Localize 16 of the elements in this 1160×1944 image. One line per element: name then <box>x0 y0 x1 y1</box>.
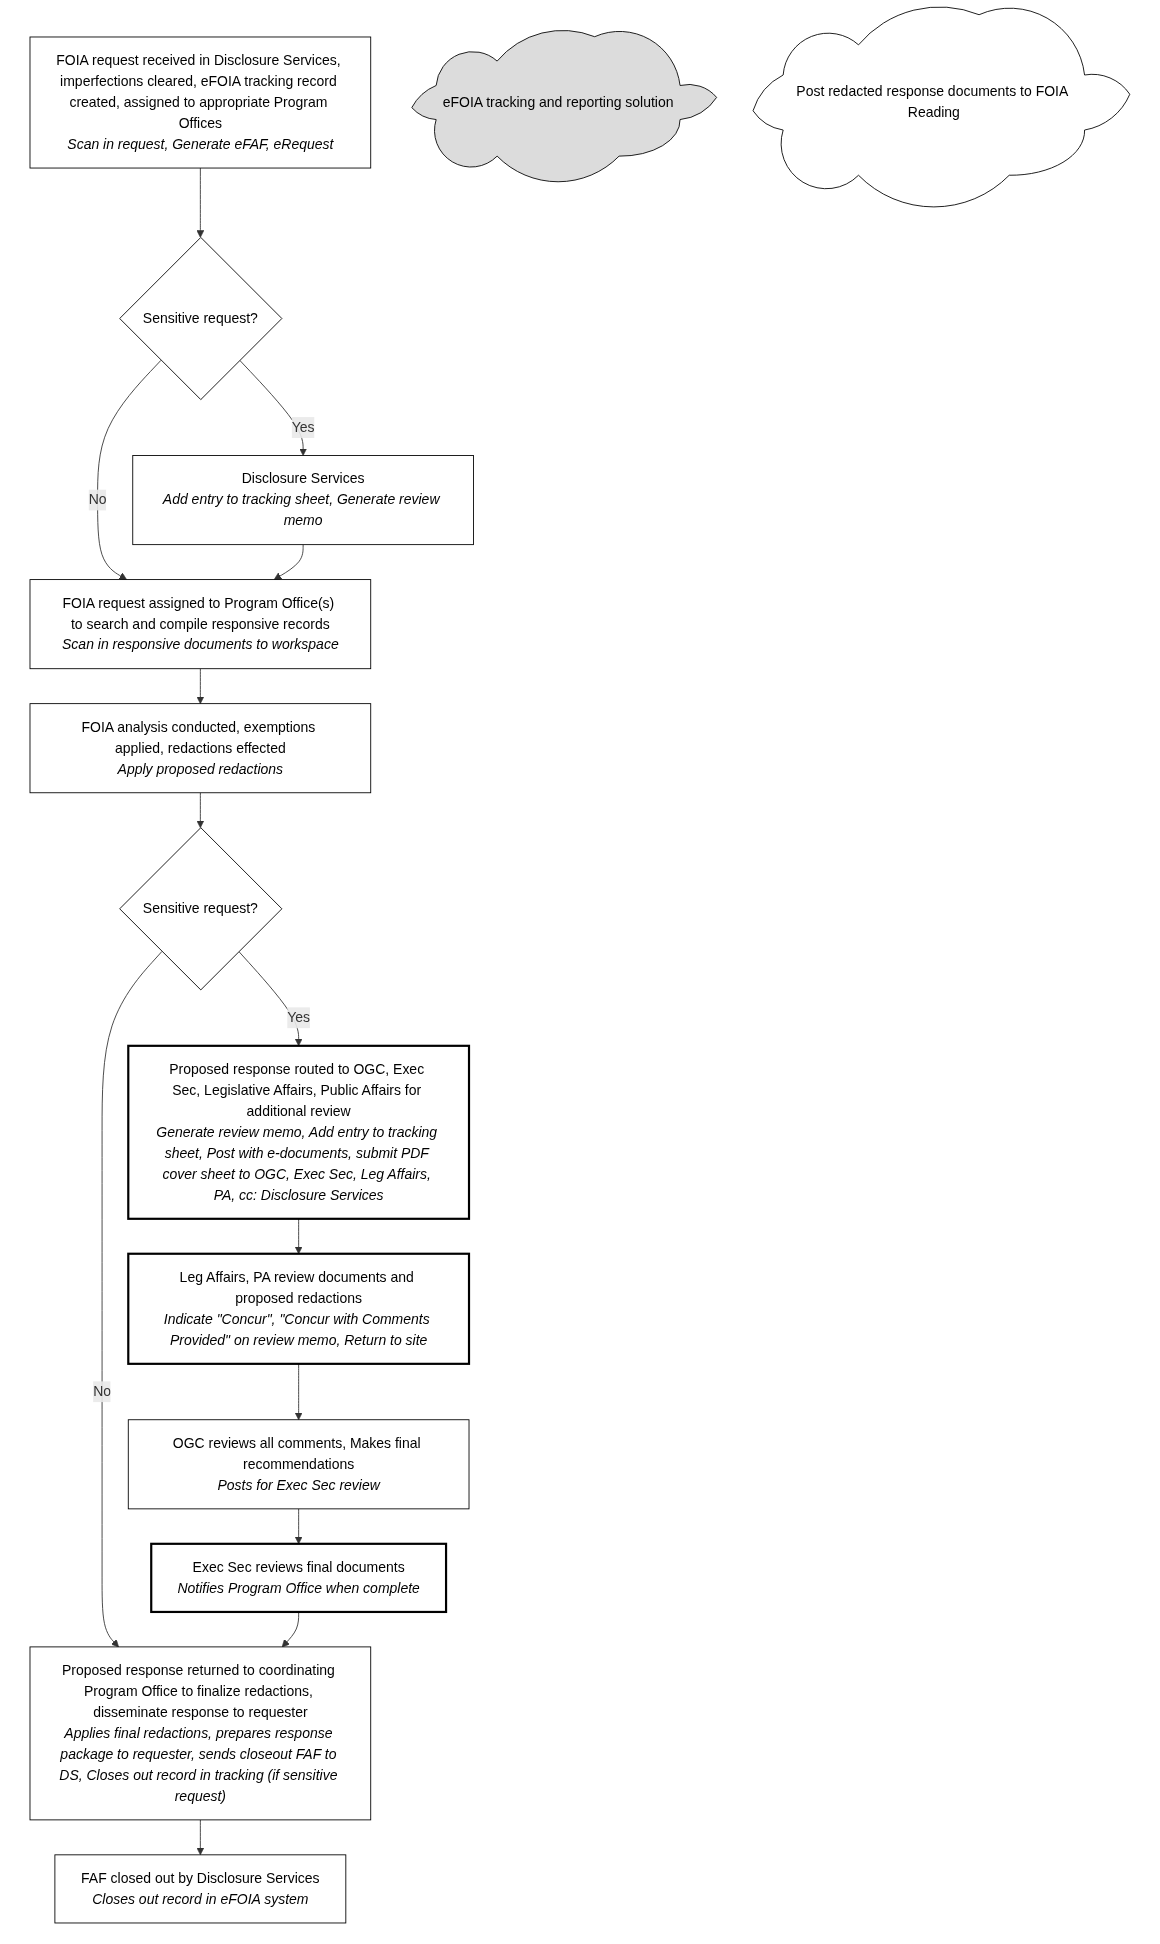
edge-label: Yes <box>287 1009 311 1025</box>
node-box: Disclosure Services Add entry to tracking sheet, Generate review memo <box>132 455 475 546</box>
node-diamond: Sensitive request? <box>119 237 283 401</box>
node-box: FOIA request received in Disclosure Services, imperfections cleared, eFOIA tracking record created, assigned to appropriate Program Offices Scan in request, Generate eFAF, eRequest <box>29 36 372 169</box>
edge-label: No <box>88 492 107 508</box>
node-box: Exec Sec reviews final documents Notifies Program Office when complete <box>150 1542 448 1614</box>
node-box: Leg Affairs, PA review documents and proposed redactions Indicate "Concur", "Concur with Comments Provided" on review memo, Return to site <box>127 1252 471 1365</box>
edge-label: Yes <box>291 419 315 435</box>
node-diamond: Sensitive request? <box>119 827 283 991</box>
edge-label: No <box>93 1383 112 1399</box>
node-box: FAF closed out by Disclosure Services Closes out record in eFOIA system <box>54 1854 347 1924</box>
node-box: OGC reviews all comments, Makes final recommendations Posts for Exec Sec review <box>127 1419 470 1510</box>
node-box: Proposed response routed to OGC, Exec Sec, Legislative Affairs, Public Affairs for additional review Generate review memo, Add entry to tracking sheet, Post with e-documents, submit PDF cover sheet to OGC, Exec Sec, Leg Affairs, PA, cc: Disclosure Services <box>127 1044 471 1220</box>
node-box: Proposed response returned to coordinating Program Office to finalize redactions, disseminate response to requester Applies final redactions, prepares response package to requester, sends closeout FAF to DS, Closes out record in tracking (if sensitive request) <box>29 1646 372 1821</box>
node-box: FOIA analysis conducted, exemptions applied, redactions effected Apply proposed redactions <box>29 703 372 794</box>
node-box: FOIA request assigned to Program Office(s) to search and compile responsive records Scan in responsive documents to workspace <box>29 579 372 670</box>
